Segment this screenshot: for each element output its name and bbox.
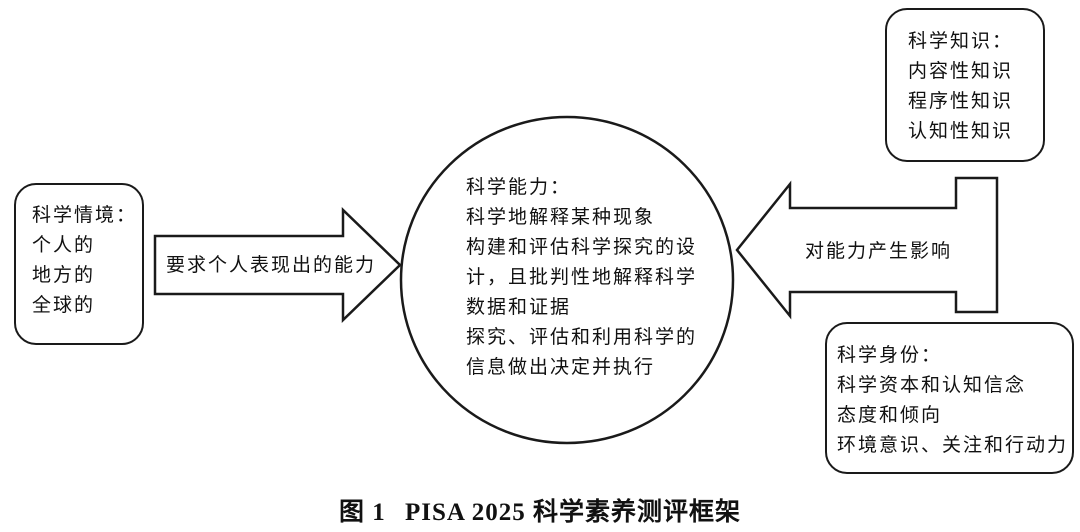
competency-title: 科学能力：: [466, 176, 572, 198]
context-title: 科学情境：: [32, 204, 138, 226]
context-box-text: 科学情境： 个人的 地方的 全球的: [32, 200, 137, 320]
context-item: 全球的: [32, 294, 96, 316]
context-item: 个人的: [32, 234, 96, 256]
knowledge-box-text: 科学知识： 内容性知识 程序性知识 认知性知识: [908, 26, 1013, 146]
identity-box: [825, 322, 1074, 474]
competency-line: 构建和评估科学探究的设: [466, 236, 698, 258]
figure-number: 图 1: [338, 499, 386, 526]
competency-circle: [399, 115, 735, 445]
context-box: [14, 183, 144, 345]
identity-item: 环境意识、关注和行动力: [837, 434, 1069, 456]
competency-line: 探究、评估和利用科学的: [466, 326, 698, 348]
influence-arrow: [735, 176, 999, 320]
context-to-competency-arrow: [153, 207, 402, 323]
competency-text: 科学能力： 科学地解释某种现象 构建和评估科学探究的设 计，且批判性地解释科学 …: [466, 172, 697, 382]
left-arrow-label: 要求个人表现出的能力: [166, 254, 377, 276]
identity-box-text: 科学身份： 科学资本和认知信念 态度和倾向 环境意识、关注和行动力: [837, 340, 1068, 460]
identity-title: 科学身份：: [837, 344, 943, 366]
figure-title: PISA 2025 科学素养测评框架: [404, 499, 742, 526]
identity-item: 态度和倾向: [837, 404, 943, 426]
knowledge-title: 科学知识：: [908, 30, 1014, 52]
knowledge-item: 认知性知识: [908, 120, 1014, 142]
knowledge-item: 程序性知识: [908, 90, 1014, 112]
right-arrow-label: 对能力产生影响: [805, 240, 953, 262]
context-item: 地方的: [32, 264, 96, 286]
figure-caption: 图 1 PISA 2025 科学素养测评框架: [0, 492, 1080, 528]
competency-line: 数据和证据: [466, 296, 572, 318]
competency-line: 信息做出决定并执行: [466, 356, 656, 378]
identity-item: 科学资本和认知信念: [837, 374, 1027, 396]
competency-line: 科学地解释某种现象: [466, 206, 656, 228]
knowledge-item: 内容性知识: [908, 60, 1014, 82]
competency-line: 计，且批判性地解释科学: [466, 266, 698, 288]
knowledge-box: [885, 8, 1045, 162]
